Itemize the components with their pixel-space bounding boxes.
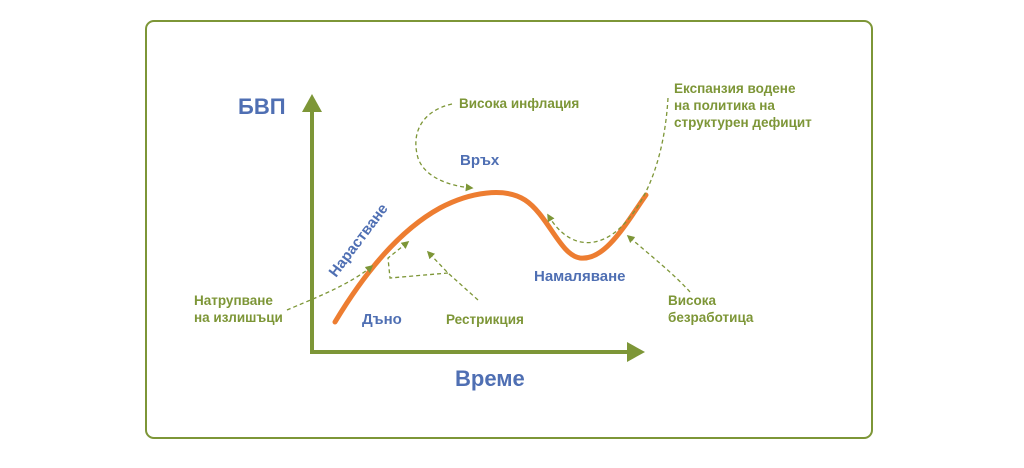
annotation-expansion: Експанзия водене на политика на структур… bbox=[674, 81, 812, 130]
annotation-restriction: Рестрикция bbox=[446, 312, 524, 327]
annotation-surplus-line-1: Натрупване bbox=[194, 293, 273, 308]
phase-label-trough: Дъно bbox=[362, 311, 402, 328]
annotation-unemployment-line-2: безработица bbox=[668, 310, 754, 325]
annotation-unemployment-line-1: Висока bbox=[668, 293, 717, 308]
surplus-arrow bbox=[286, 264, 374, 311]
axes bbox=[302, 94, 645, 362]
restriction-arrow-b bbox=[387, 241, 449, 279]
annotation-arrows bbox=[286, 97, 691, 311]
annotation-expansion-line-2: на политика на bbox=[674, 98, 775, 113]
high-inflation-arrow bbox=[415, 103, 474, 192]
annotation-surplus-line-2: на излишъци bbox=[194, 310, 283, 325]
x-axis-arrow-icon bbox=[627, 342, 645, 362]
unemployment-arrow bbox=[626, 234, 691, 293]
annotation-high-inflation: Висока инфлация bbox=[459, 96, 579, 111]
annotation-surplus: Натрупване на излишъци bbox=[194, 293, 283, 325]
phase-label-growth: Нарастване bbox=[326, 201, 392, 281]
y-axis-label: БВП bbox=[238, 94, 286, 119]
phase-label-decline: Намаляване bbox=[534, 268, 625, 285]
restriction-arrow-a bbox=[426, 250, 479, 301]
business-cycle-curve bbox=[332, 190, 649, 325]
diagram-frame bbox=[145, 20, 873, 439]
annotation-expansion-line-3: структурен дефицит bbox=[674, 115, 812, 130]
phase-label-peak: Връх bbox=[460, 152, 500, 169]
expansion-arrow bbox=[547, 97, 669, 244]
y-axis-arrow-icon bbox=[302, 94, 322, 112]
annotation-unemployment: Висока безработица bbox=[668, 293, 754, 325]
x-axis-label: Време bbox=[455, 366, 525, 391]
annotation-expansion-line-1: Експанзия водене bbox=[674, 81, 796, 96]
